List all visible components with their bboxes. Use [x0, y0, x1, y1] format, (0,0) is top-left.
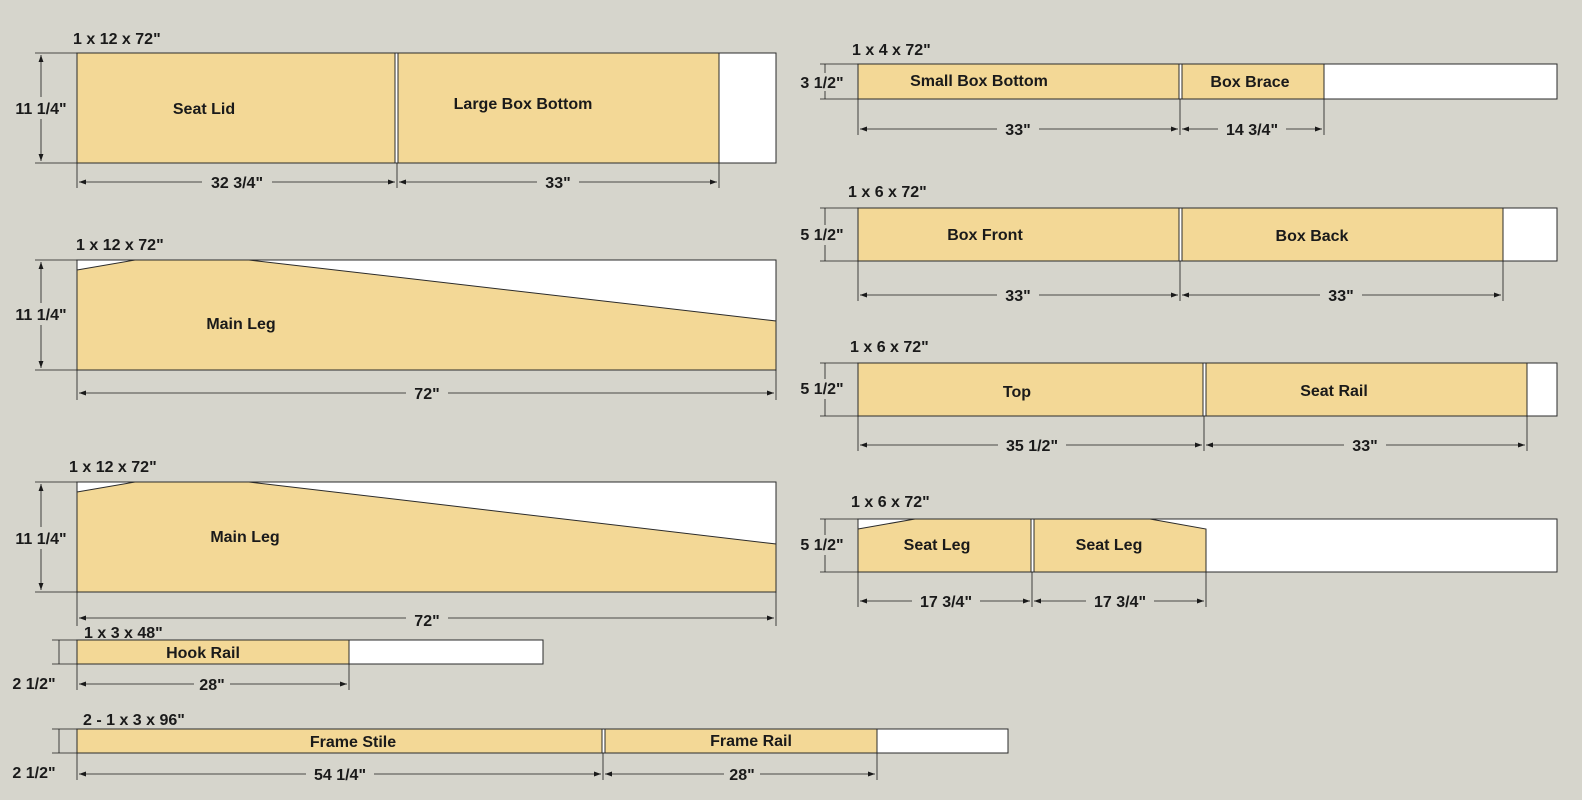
part-label-main-leg: Main Leg — [206, 316, 275, 333]
part-label-box-back: Box Back — [1276, 228, 1349, 245]
part-label-main-leg: Main Leg — [210, 529, 279, 546]
board-6: 1 x 4 x 72" Small Box Bottom Box Brace 3… — [795, 42, 1558, 139]
part-label-hook-rail: Hook Rail — [166, 645, 240, 662]
part-label-frame-rail: Frame Rail — [710, 733, 792, 750]
dimension-label-frame-stile: 54 1/4" — [314, 767, 366, 784]
dimension-label-large-box-bottom: 33" — [545, 175, 570, 192]
label-backdrop — [10, 527, 72, 549]
board-8: 1 x 6 x 72" Top Seat Rail 5 1/2" 35 1/2"… — [795, 339, 1558, 455]
part-label-seat-leg: Seat Leg — [1076, 537, 1143, 554]
board-6-width-label: 3 1/2" — [800, 75, 843, 92]
label-backdrop — [997, 286, 1039, 304]
label-backdrop — [406, 384, 448, 402]
label-backdrop — [912, 592, 980, 610]
part-small-box-bottom — [857, 63, 1180, 100]
dimension-label-seat-leg: 17 3/4" — [1094, 594, 1146, 611]
dimension-label-box-back: 33" — [1328, 288, 1353, 305]
part-hook-rail — [76, 639, 350, 665]
part-label-small-box-bottom: Small Box Bottom — [910, 73, 1048, 90]
part-label-top: Top — [1003, 384, 1031, 401]
board-4: 1 x 3 x 48" Hook Rail 2 1/2" 28" — [12, 625, 544, 694]
board-8-size-label: 1 x 6 x 72" — [850, 339, 929, 356]
board-1-size-label: 1 x 12 x 72" — [73, 31, 161, 48]
part-label-box-brace: Box Brace — [1210, 74, 1289, 91]
board-9-size-label: 1 x 6 x 72" — [851, 494, 930, 511]
part-label-large-box-bottom: Large Box Bottom — [454, 96, 593, 113]
board-5-size-label: 2 - 1 x 3 x 96" — [83, 712, 185, 729]
part-label-box-front: Box Front — [947, 227, 1023, 244]
label-backdrop — [1086, 592, 1154, 610]
board-4-width-label: 2 1/2" — [12, 676, 55, 693]
part-frame-stile — [76, 728, 603, 754]
part-box-back — [1181, 207, 1504, 262]
part-label-frame-stile: Frame Stile — [310, 734, 396, 751]
part-seat-rail — [1205, 362, 1528, 417]
part-label-seat-rail: Seat Rail — [1300, 383, 1368, 400]
dimension-label-top: 35 1/2" — [1006, 438, 1058, 455]
dimension-label-seat-lid: 32 3/4" — [211, 175, 263, 192]
part-box-front — [857, 207, 1180, 262]
part-seat-leg — [1033, 518, 1207, 573]
board-9: 1 x 6 x 72" Seat Leg Seat Leg 5 1/2" 17 … — [795, 494, 1558, 611]
label-backdrop — [202, 173, 272, 191]
board-4-size-label: 1 x 3 x 48" — [84, 625, 163, 642]
label-backdrop — [997, 120, 1039, 138]
board-7-width-label: 5 1/2" — [800, 227, 843, 244]
board-7: 1 x 6 x 72" Box Front Box Back 5 1/2" 33… — [795, 184, 1558, 305]
dimension-label-small-box-bottom: 33" — [1005, 122, 1030, 139]
part-label-seat-leg: Seat Leg — [904, 537, 971, 554]
board-2-size-label: 1 x 12 x 72" — [76, 237, 164, 254]
label-backdrop — [537, 173, 579, 191]
part-label-seat-lid: Seat Lid — [173, 101, 235, 118]
board-5-width-label: 2 1/2" — [12, 765, 55, 782]
dimension-label-hook-rail: 28" — [199, 677, 224, 694]
dimension-label-frame-rail: 28" — [729, 767, 754, 784]
label-backdrop — [10, 303, 72, 325]
board-7-size-label: 1 x 6 x 72" — [848, 184, 927, 201]
part-large-box-bottom — [397, 52, 720, 164]
label-backdrop — [795, 535, 850, 555]
dimension-label-seat-leg: 17 3/4" — [920, 594, 972, 611]
dimension-label-seat-rail: 33" — [1352, 438, 1377, 455]
board-3-width-label: 11 1/4" — [15, 531, 66, 548]
board-5: 2 - 1 x 3 x 96" Frame Stile Frame Rail 2… — [12, 712, 1009, 784]
label-backdrop — [10, 97, 72, 119]
part-box-brace — [1181, 63, 1325, 100]
board-3: 1 x 12 x 72" Main Leg 11 1/4" 72" — [10, 459, 777, 630]
label-backdrop — [795, 73, 850, 91]
label-backdrop — [795, 379, 850, 399]
label-backdrop — [1218, 120, 1286, 138]
label-backdrop — [795, 225, 850, 245]
label-backdrop — [724, 765, 760, 783]
label-backdrop — [1344, 436, 1386, 454]
label-backdrop — [998, 436, 1066, 454]
label-backdrop — [1320, 286, 1362, 304]
board-1: 1 x 12 x 72" Seat Lid Large Box Bottom 1… — [10, 31, 777, 192]
label-backdrop — [406, 611, 448, 629]
part-top — [857, 362, 1204, 417]
board-3-size-label: 1 x 12 x 72" — [69, 459, 157, 476]
board-2-width-label: 11 1/4" — [15, 307, 66, 324]
board-8-width-label: 5 1/2" — [800, 381, 843, 398]
dimension-label-main-leg: 72" — [414, 386, 439, 403]
dimension-label-box-brace: 14 3/4" — [1226, 122, 1278, 139]
label-backdrop — [306, 765, 374, 783]
label-backdrop — [194, 675, 230, 693]
part-seat-leg — [857, 518, 1032, 573]
board-6-size-label: 1 x 4 x 72" — [852, 42, 931, 59]
dimension-label-main-leg: 72" — [414, 613, 439, 630]
part-seat-lid — [76, 52, 396, 164]
board-2: 1 x 12 x 72" Main Leg 11 1/4" 72" — [10, 237, 777, 403]
board-1-width-label: 11 1/4" — [15, 101, 66, 118]
part-frame-rail — [604, 728, 878, 754]
board-9-width-label: 5 1/2" — [800, 537, 843, 554]
dimension-label-box-front: 33" — [1005, 288, 1030, 305]
